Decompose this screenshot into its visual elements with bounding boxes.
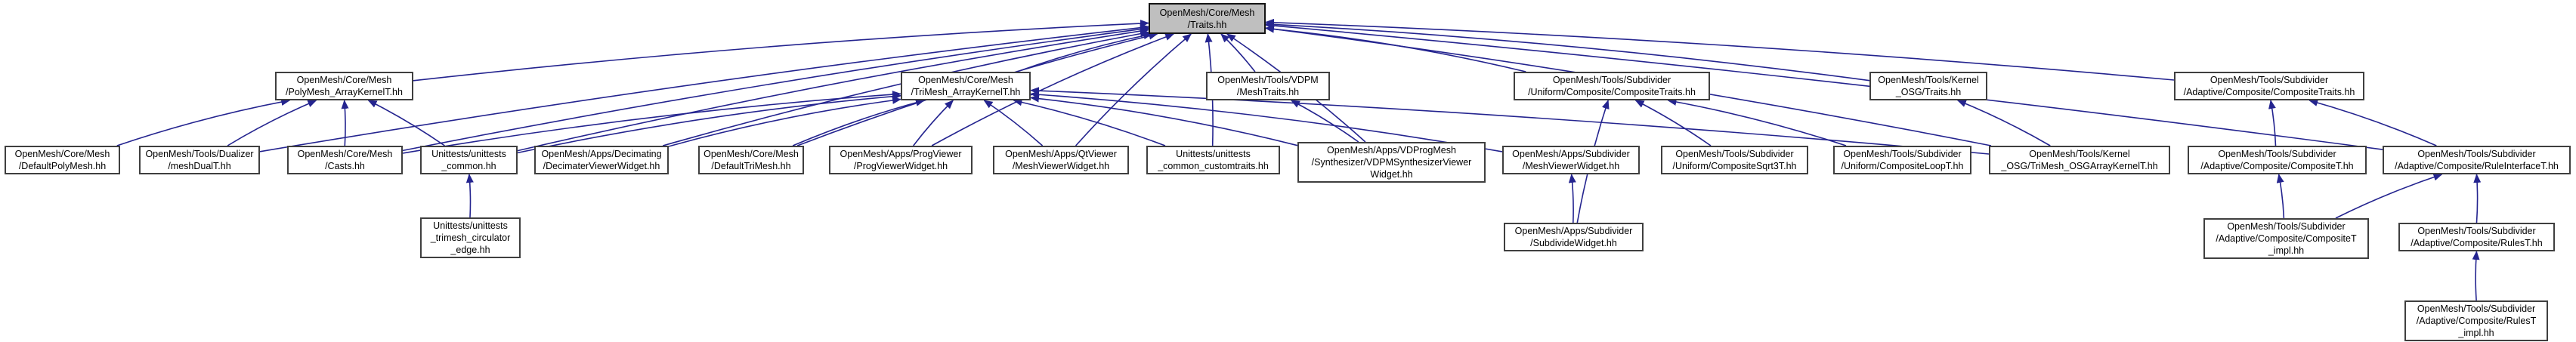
include-edge-vdpm_meshtraits-to-traits <box>1220 33 1256 72</box>
graph-node-adaptive_compT[interactable]: OpenMesh/Tools/Subdivider /Adaptive/Comp… <box>2188 146 2367 174</box>
include-edge-meshdualt-to-traits <box>259 23 1149 153</box>
graph-node-label: OpenMesh/Tools/VDPM /MeshTraits.hh <box>1217 75 1319 97</box>
graph-node-label: OpenMesh/Tools/Subdivider /Adaptive/Comp… <box>2395 149 2559 171</box>
include-edge-qtviewer_mvw-to-trimesh_ak <box>983 100 1044 146</box>
include-edge-kernelosg_traits-to-traits <box>1265 20 1870 82</box>
include-edge-ruleinterface-to-adaptive_comptraits <box>2309 99 2437 146</box>
include-edge-subdiv_mvw-to-trimesh_ak <box>1030 91 1503 153</box>
include-edge-adaptive_comptraits-to-traits <box>1265 18 2175 81</box>
graph-node-decimater[interactable]: OpenMesh/Apps/Decimating /DecimaterViewe… <box>534 146 669 174</box>
graph-node-label: OpenMesh/Tools/Kernel _OSG/Traits.hh <box>1878 75 1979 97</box>
graph-node-subdividewidget[interactable]: OpenMesh/Apps/Subdivider /SubdivideWidge… <box>1504 223 1644 251</box>
graph-node-label: OpenMesh/Tools/Subdivider /Uniform/Compo… <box>1528 75 1696 97</box>
graph-node-defaultpolymesh[interactable]: OpenMesh/Core/Mesh /DefaultPolyMesh.hh <box>5 146 120 174</box>
graph-node-ruleinterface[interactable]: OpenMesh/Tools/Subdivider /Adaptive/Comp… <box>2383 146 2571 174</box>
include-edge-trimesh_ak-to-traits <box>1016 32 1153 72</box>
include-edge-adaptive_compT-to-adaptive_comptraits <box>2268 100 2277 146</box>
include-edge-comp_loop-to-uniform_comptraits <box>1667 98 1847 146</box>
graph-node-label: OpenMesh/Core/Mesh /DefaultTriMesh.hh <box>704 149 799 171</box>
graph-node-vdpm_meshtraits[interactable]: OpenMesh/Tools/VDPM /MeshTraits.hh <box>1206 72 1330 100</box>
include-edge-compT_impl-to-adaptive_compT <box>2276 174 2285 219</box>
include-edge-qtviewer_mvw-to-traits <box>1075 33 1192 146</box>
include-edge-unittests_common-to-traits <box>517 27 1149 152</box>
include-edge-unittests_common-to-trimesh_ak <box>517 92 901 154</box>
graph-node-traits[interactable]: OpenMesh/Core/Mesh /Traits.hh <box>1149 3 1266 34</box>
graph-node-progviewer[interactable]: OpenMesh/Apps/ProgViewer /ProgViewerWidg… <box>829 146 973 174</box>
graph-node-label: OpenMesh/Core/Mesh /PolyMesh_ArrayKernel… <box>286 75 403 97</box>
graph-node-defaulttrimesh[interactable]: OpenMesh/Core/Mesh /DefaultTriMesh.hh <box>698 146 804 174</box>
include-edge-rulesT-to-ruleinterface <box>2473 174 2482 223</box>
include-edge-unittests_common-to-polymesh_ak <box>367 100 445 146</box>
graph-node-label: Unittests/unittests _trimesh_circulator … <box>430 220 511 255</box>
include-edge-vdpmsynth-to-trimesh_ak <box>1030 94 1298 146</box>
graph-node-label: Unittests/unittests _common_customtraits… <box>1158 149 1269 171</box>
include-edge-ruleinterface-to-traits <box>1265 22 2383 150</box>
graph-node-subdiv_mvw[interactable]: OpenMesh/Apps/Subdivider /MeshViewerWidg… <box>1502 146 1640 174</box>
include-edge-comp_sqrt3-to-uniform_comptraits <box>1634 100 1712 146</box>
graph-node-label: OpenMesh/Tools/Kernel _OSG/TriMesh_OSGAr… <box>2001 149 2158 171</box>
graph-node-label: OpenMesh/Tools/Subdivider /Uniform/Compo… <box>1672 149 1797 171</box>
graph-node-rulesT_impl[interactable]: OpenMesh/Tools/Subdivider /Adaptive/Comp… <box>2404 300 2548 341</box>
graph-node-qtviewer_mvw[interactable]: OpenMesh/Apps/QtViewer /MeshViewerWidget… <box>993 146 1129 174</box>
include-edge-subdividewidget-to-subdiv_mvw <box>1568 174 1576 223</box>
graph-node-adaptive_comptraits[interactable]: OpenMesh/Tools/Subdivider /Adaptive/Comp… <box>2174 72 2364 100</box>
include-edge-osg_trimesh_ak-to-kernelosg_traits <box>1956 100 2051 146</box>
graph-node-circulator_edge[interactable]: Unittests/unittests _trimesh_circulator … <box>420 217 521 258</box>
include-edge-uniform_comptraits-to-traits <box>1265 25 1526 72</box>
include-edge-progviewer-to-trimesh_ak <box>913 100 954 146</box>
include-edge-vdpmsynth-to-vdpm_meshtraits <box>1290 100 1359 143</box>
include-edge-defaulttrimesh-to-trimesh_ak <box>792 99 925 146</box>
graph-node-casts[interactable]: OpenMesh/Core/Mesh /Casts.hh <box>287 146 403 174</box>
include-edge-rulesT_impl-to-rulesT <box>2472 251 2480 301</box>
graph-node-unittests_customtraits[interactable]: Unittests/unittests _common_customtraits… <box>1146 146 1280 174</box>
graph-node-label: OpenMesh/Apps/Subdivider /MeshViewerWidg… <box>1512 149 1630 171</box>
graph-node-label: OpenMesh/Core/Mesh /DefaultPolyMesh.hh <box>14 149 110 171</box>
include-edge-compT_impl-to-ruleinterface <box>2335 173 2443 219</box>
graph-node-label: OpenMesh/Tools/Dualizer /meshDualT.hh <box>145 149 254 171</box>
graph-node-label: OpenMesh/Tools/Subdivider /Adaptive/Comp… <box>2411 226 2543 248</box>
graph-node-kernelosg_traits[interactable]: OpenMesh/Tools/Kernel _OSG/Traits.hh <box>1869 72 1987 100</box>
include-edge-polymesh_ak-to-traits <box>413 20 1149 82</box>
graph-node-label: OpenMesh/Apps/VDProgMesh /Synthesizer/VD… <box>1311 145 1472 180</box>
include-edge-casts-to-traits <box>402 25 1149 152</box>
include-edge-unittests_customtraits-to-trimesh_ak <box>1013 98 1166 146</box>
graph-node-label: OpenMesh/Tools/Subdivider /Adaptive/Comp… <box>2416 303 2537 338</box>
include-edge-defaultpolymesh-to-polymesh_ak <box>116 98 291 146</box>
graph-node-trimesh_ak[interactable]: OpenMesh/Core/Mesh /TriMesh_ArrayKernelT… <box>901 72 1031 100</box>
graph-node-label: OpenMesh/Apps/Decimating /DecimaterViewe… <box>541 149 662 171</box>
graph-node-osg_trimesh_ak[interactable]: OpenMesh/Tools/Kernel _OSG/TriMesh_OSGAr… <box>1989 146 2170 174</box>
graph-node-meshdualt[interactable]: OpenMesh/Tools/Dualizer /meshDualT.hh <box>139 146 260 174</box>
include-edge-meshdualt-to-polymesh_ak <box>227 100 317 146</box>
graph-node-label: OpenMesh/Apps/QtViewer /MeshViewerWidget… <box>1005 149 1117 171</box>
graph-node-label: OpenMesh/Tools/Subdivider /Uniform/Compo… <box>1841 149 1964 171</box>
graph-node-unittests_common[interactable]: Unittests/unittests _common.hh <box>420 146 518 174</box>
graph-node-comp_loop[interactable]: OpenMesh/Tools/Subdivider /Uniform/Compo… <box>1833 146 1971 174</box>
graph-node-comp_sqrt3[interactable]: OpenMesh/Tools/Subdivider /Uniform/Compo… <box>1661 146 1808 174</box>
graph-node-vdpmsynth[interactable]: OpenMesh/Apps/VDProgMesh /Synthesizer/VD… <box>1297 142 1486 183</box>
graph-node-label: OpenMesh/Tools/Subdivider /Adaptive/Comp… <box>2216 221 2357 256</box>
include-edge-casts-to-trimesh_ak <box>402 91 901 154</box>
graph-node-label: OpenMesh/Apps/ProgViewer /ProgViewerWidg… <box>840 149 962 171</box>
graph-node-label: OpenMesh/Core/Mesh /Traits.hh <box>1159 7 1255 30</box>
include-edge-decimater-to-trimesh_ak <box>668 96 901 147</box>
graph-node-rulesT[interactable]: OpenMesh/Tools/Subdivider /Adaptive/Comp… <box>2398 223 2555 251</box>
graph-node-uniform_comptraits[interactable]: OpenMesh/Tools/Subdivider /Uniform/Compo… <box>1514 72 1710 100</box>
graph-node-label: OpenMesh/Apps/Subdivider /SubdivideWidge… <box>1514 226 1633 248</box>
graph-node-label: OpenMesh/Tools/Subdivider /Adaptive/Comp… <box>2183 75 2355 97</box>
graph-node-label: Unittests/unittests _common.hh <box>431 149 506 171</box>
include-edge-osg_trimesh_ak-to-trimesh_ak <box>1030 87 1990 155</box>
include-edge-circulator_edge-to-unittests_common <box>465 174 474 218</box>
include-edge-progviewer-to-traits <box>931 33 1175 146</box>
graph-node-polymesh_ak[interactable]: OpenMesh/Core/Mesh /PolyMesh_ArrayKernel… <box>275 72 413 100</box>
graph-node-label: OpenMesh/Tools/Subdivider /Adaptive/Comp… <box>2200 149 2354 171</box>
graph-node-compT_impl[interactable]: OpenMesh/Tools/Subdivider /Adaptive/Comp… <box>2203 218 2369 259</box>
graph-node-label: OpenMesh/Core/Mesh /Casts.hh <box>297 149 393 171</box>
graph-node-label: OpenMesh/Core/Mesh /TriMesh_ArrayKernelT… <box>911 75 1021 97</box>
